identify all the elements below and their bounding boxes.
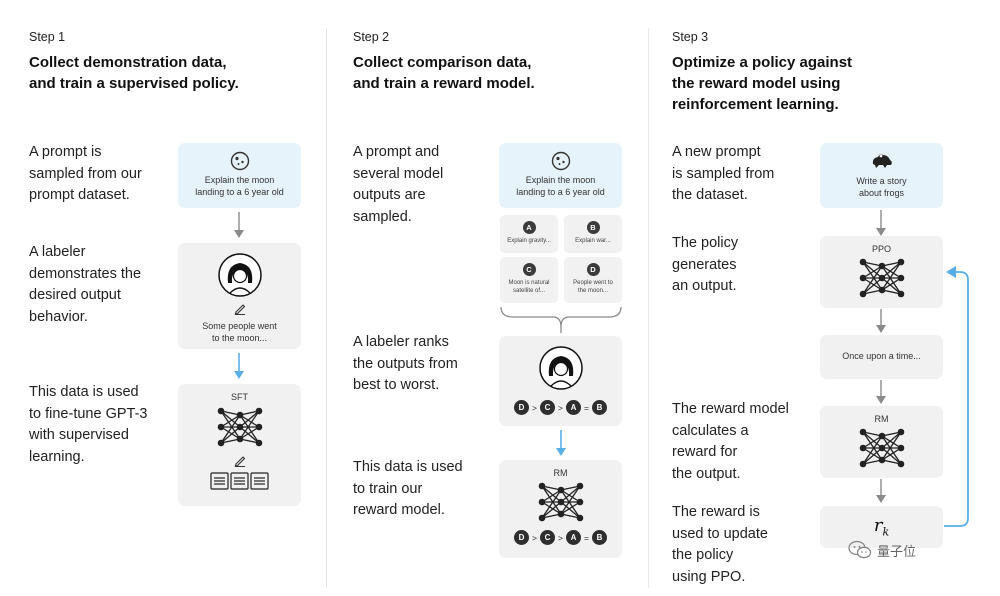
step1-arrow-1 <box>234 212 244 238</box>
step1-arrow-2 <box>234 353 244 379</box>
neural-network-icon <box>859 428 904 468</box>
ranking-row: D> C> A= B <box>514 400 607 415</box>
reward-symbol: rk <box>873 515 890 539</box>
step1-prompt-line2: landing to a 6 year old <box>195 186 284 197</box>
step2-prompt-line1: Explain the moon <box>525 175 596 185</box>
output-card-a: A Explain gravity... <box>500 215 558 253</box>
step3-rm-box: RM <box>820 406 943 478</box>
step1-prompt-box: Explain the moon landing to a 6 year old <box>178 143 301 208</box>
output-badge-a: A <box>522 221 536 234</box>
step3-arrow-2 <box>876 309 886 333</box>
documents-icon <box>209 472 269 490</box>
output-badge-b: B <box>586 221 600 234</box>
step1-demo-line2: to the moon... <box>211 332 268 343</box>
step2-title: Collect comparison data, and train a rew… <box>353 54 535 92</box>
rm-ranking-row: D> C> A= B <box>514 530 607 545</box>
step3-title: Optimize a policy against the reward mod… <box>672 54 853 113</box>
step2-prompt-box: Explain the moon landing to a 6 year old <box>499 143 622 208</box>
step3-prompt-box: Write a story about frogs <box>820 143 943 208</box>
neural-network-icon <box>859 258 904 298</box>
pencil-icon <box>234 456 245 467</box>
watermark-text: 量子位 <box>877 543 917 559</box>
step3-arrow-3 <box>876 380 886 404</box>
wechat-icon <box>848 540 872 559</box>
step3-ppo-box: PPO <box>820 236 943 308</box>
step2-prompt-line2: landing to a 6 year old <box>516 186 605 197</box>
step3-prompt-line1: Write a story <box>856 176 907 186</box>
step3-arrow-1 <box>876 210 886 236</box>
step3-arrow-4 <box>876 479 886 503</box>
neural-network-icon <box>538 482 583 522</box>
output-badge-d: D <box>586 263 600 276</box>
pencil-icon <box>234 304 245 315</box>
output-card-b: B Explain war... <box>564 215 622 253</box>
step2-arrow <box>556 430 566 456</box>
step2-label: Step 2 <box>353 30 390 44</box>
output-badge-c: C <box>522 263 536 276</box>
watermark: 量子位 <box>848 540 916 560</box>
ppo-label: PPO <box>871 244 891 254</box>
outputs-bracket <box>500 306 622 333</box>
step3-prompt-line2: about frogs <box>858 187 905 198</box>
step1-sft-box: SFT <box>178 384 301 506</box>
moon-icon <box>230 151 249 171</box>
neural-network-icon <box>217 407 262 447</box>
labeler-avatar-icon <box>538 346 583 390</box>
frog-icon <box>872 154 892 168</box>
feedback-loop-arrow <box>944 266 969 527</box>
step3-output-text: Once upon a time... <box>842 351 921 362</box>
step3-output-box: Once upon a time... <box>820 335 943 379</box>
step1-label: Step 1 <box>29 30 66 44</box>
labeler-avatar-icon <box>217 253 262 297</box>
step1-title: Collect demonstration data, and train a … <box>29 54 239 92</box>
step3-reward-box: rk <box>820 506 943 548</box>
rm-label: RM <box>874 414 889 424</box>
step1-prompt-line1: Explain the moon <box>204 175 275 185</box>
column-divider-1 <box>326 28 327 588</box>
column-divider-2 <box>648 28 649 588</box>
step3-label: Step 3 <box>672 30 709 44</box>
rm-label: RM <box>553 468 568 478</box>
moon-icon <box>551 151 570 171</box>
step1-demo-line1: Some people went <box>202 321 277 331</box>
step2-ranking-box: D> C> A= B <box>499 336 622 426</box>
step2-rm-box: RM D> C> A= B <box>499 460 622 558</box>
sft-label: SFT <box>231 392 248 402</box>
step1-demonstration-box: Some people went to the moon... <box>178 243 301 349</box>
